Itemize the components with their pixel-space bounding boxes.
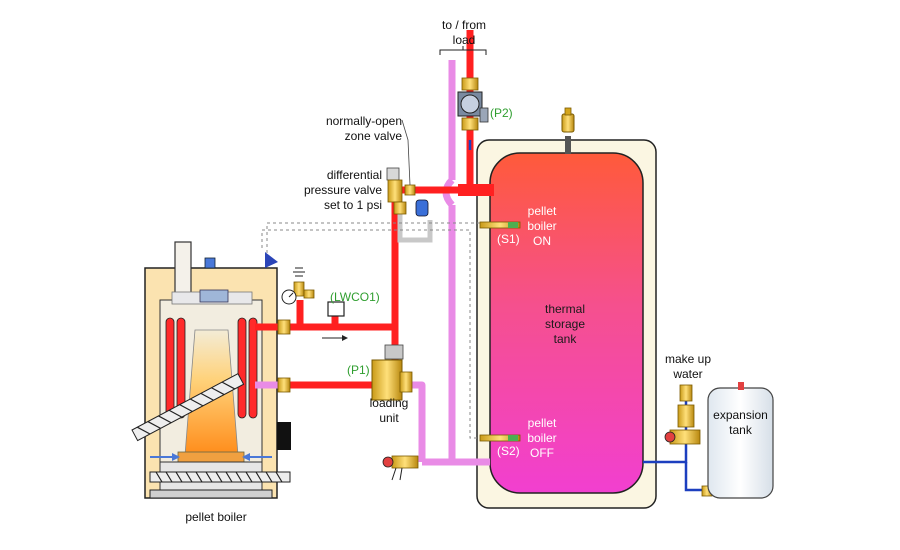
label-p2: (P2) xyxy=(490,106,513,120)
label-s2: (S2) xyxy=(497,444,520,458)
pressure-gauge-icon xyxy=(281,289,297,305)
relief-valve-icon xyxy=(293,267,315,299)
tank-supply-connection xyxy=(458,184,494,196)
air-vent-icon xyxy=(561,107,575,133)
zone-valve-leader xyxy=(401,119,411,186)
zone-valve-icon xyxy=(404,184,429,217)
load-bracket xyxy=(439,46,487,55)
drain-valve-icon xyxy=(382,455,419,481)
label-pellet-boiler: pellet boiler xyxy=(185,510,247,524)
make-up-water-assembly-icon xyxy=(664,384,713,497)
label-boiler-off: pellet boiler OFF xyxy=(527,416,557,460)
label-to-from-load: to / from load xyxy=(441,18,486,47)
label-differential-pressure-valve: differential pressure valve set to 1 psi xyxy=(303,168,382,212)
loading-unit-icon xyxy=(371,344,413,401)
label-boiler-on: pellet boiler ON xyxy=(527,204,557,248)
expansion-tank xyxy=(707,382,774,499)
label-thermal-storage-tank: thermal storage tank xyxy=(544,302,586,346)
boiler-fittings xyxy=(277,319,291,393)
label-expansion-tank: expansion tank xyxy=(713,408,768,437)
label-lwco1: (LWCO1) xyxy=(330,290,380,304)
label-p1: (P1) xyxy=(347,363,370,377)
label-make-up-water: make up water xyxy=(664,352,712,381)
circulator-p2-icon xyxy=(457,77,489,131)
differential-pressure-valve-icon xyxy=(386,167,407,215)
label-zone-valve: normally-open zone valve xyxy=(325,114,402,143)
label-s1: (S1) xyxy=(497,232,520,246)
thermal-storage-tank xyxy=(476,136,657,509)
auger-feed-icon xyxy=(131,372,291,483)
lwco-icon xyxy=(322,301,348,341)
pellet-boiler xyxy=(144,241,291,499)
sensor-s2-icon xyxy=(479,434,521,442)
sensor-s1-icon xyxy=(479,221,521,229)
label-loading-unit: loading unit xyxy=(369,396,409,425)
